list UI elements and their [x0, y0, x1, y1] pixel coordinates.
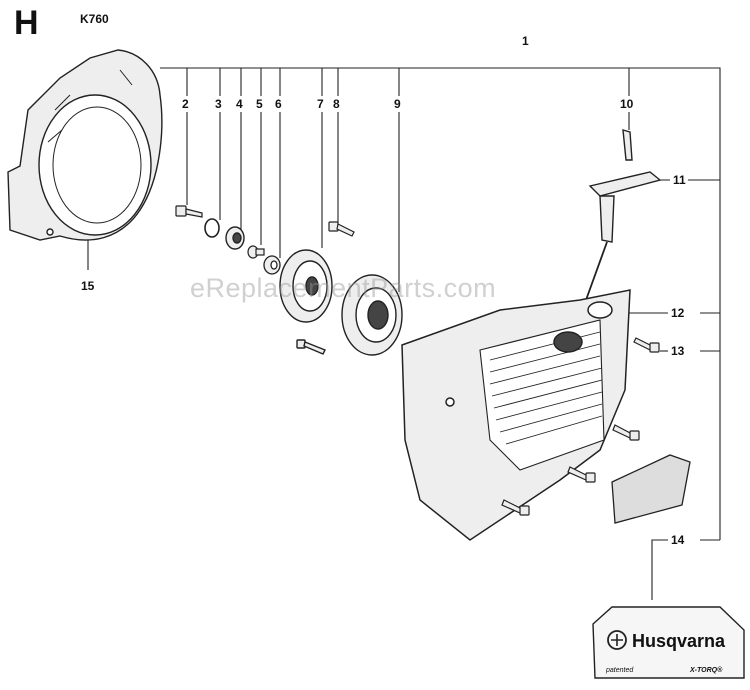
- callout-10: 10: [619, 97, 635, 111]
- starter-handle-part-11: [585, 129, 662, 301]
- section-letter: H: [14, 4, 39, 42]
- husqvarna-decal-detail: Husqvarna patented X-TORQ®: [592, 606, 745, 679]
- spring-cassette-part-9: [296, 274, 403, 356]
- washer-part-3: [204, 218, 220, 238]
- pulley-part-7: [279, 249, 333, 323]
- bracket-line-1: [160, 67, 721, 540]
- watermark: eReplacementParts.com: [190, 273, 497, 303]
- rope-guide-part-10: [622, 129, 633, 161]
- starter-cover-part-12: [401, 289, 631, 541]
- callout-12: 12: [670, 306, 686, 320]
- screws-part-13: [501, 337, 660, 516]
- nut-part-6: [263, 255, 281, 275]
- callout-8: 8: [332, 97, 341, 111]
- callout-7: 7: [316, 97, 325, 111]
- callout-9: 9: [393, 97, 402, 111]
- callout-11: 11: [672, 173, 687, 187]
- decal-note-right: X-TORQ®: [689, 666, 723, 674]
- leader-14: [651, 539, 668, 600]
- bushing-part-4: [225, 226, 245, 250]
- callout-4: 4: [235, 97, 244, 111]
- screw-part-8: [328, 221, 355, 237]
- callout-3: 3: [214, 97, 223, 111]
- callout-1: 1: [521, 34, 530, 48]
- callout-13: 13: [670, 344, 686, 358]
- decal-brand-text: Husqvarna: [632, 631, 726, 651]
- decal-part-14: [611, 454, 691, 524]
- screw-part-5: [247, 245, 265, 259]
- decal-note-left: patented: [605, 667, 634, 674]
- model-label: K760: [80, 12, 109, 26]
- callout-6: 6: [274, 97, 283, 111]
- bolt-part-2: [175, 205, 203, 218]
- blower-housing-part-15: [7, 49, 163, 241]
- callout-5: 5: [255, 97, 264, 111]
- callout-15: 15: [80, 279, 96, 293]
- callout-2: 2: [181, 97, 190, 111]
- callout-14: 14: [670, 533, 686, 547]
- crown-logo-icon: [607, 630, 627, 650]
